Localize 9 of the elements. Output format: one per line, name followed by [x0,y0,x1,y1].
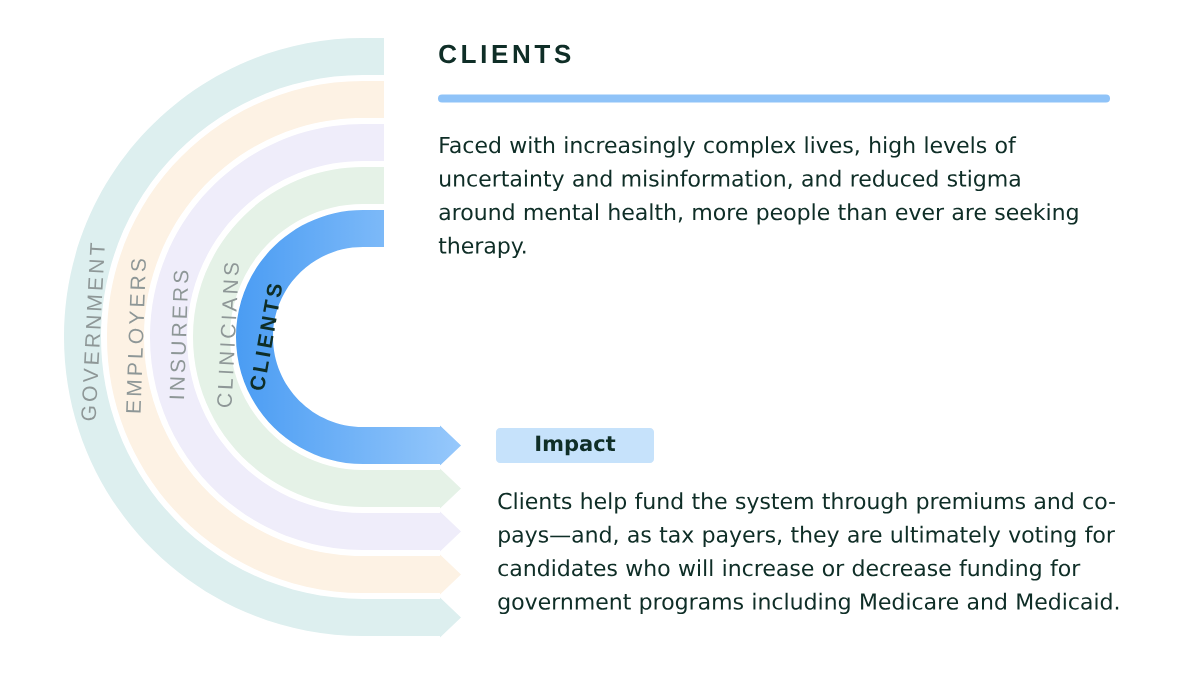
heading: CLIENTS [439,44,571,64]
band-label: INSURERS [169,270,189,399]
band-label: CLIENTS [250,284,282,390]
band-label: EMPLOYERS [126,259,146,413]
band-label: CLINICIANS [217,263,239,407]
paragraph: Faced with increasingly complex lives, high levels of uncertainty and misinformation, and reduced stigma around mental health, more people than ever are seeking therapy. [438,136,1078,259]
heading-badge: Impact [496,428,654,463]
band-label: GOVERNMENT [81,242,105,421]
paragraph: Clients help fund the system through premiums and co-pays—and, as tax payers, they are ultimately voting for candidates who will increase or decrease funding for government programs including Medicare and Medicaid. [498,492,1119,615]
